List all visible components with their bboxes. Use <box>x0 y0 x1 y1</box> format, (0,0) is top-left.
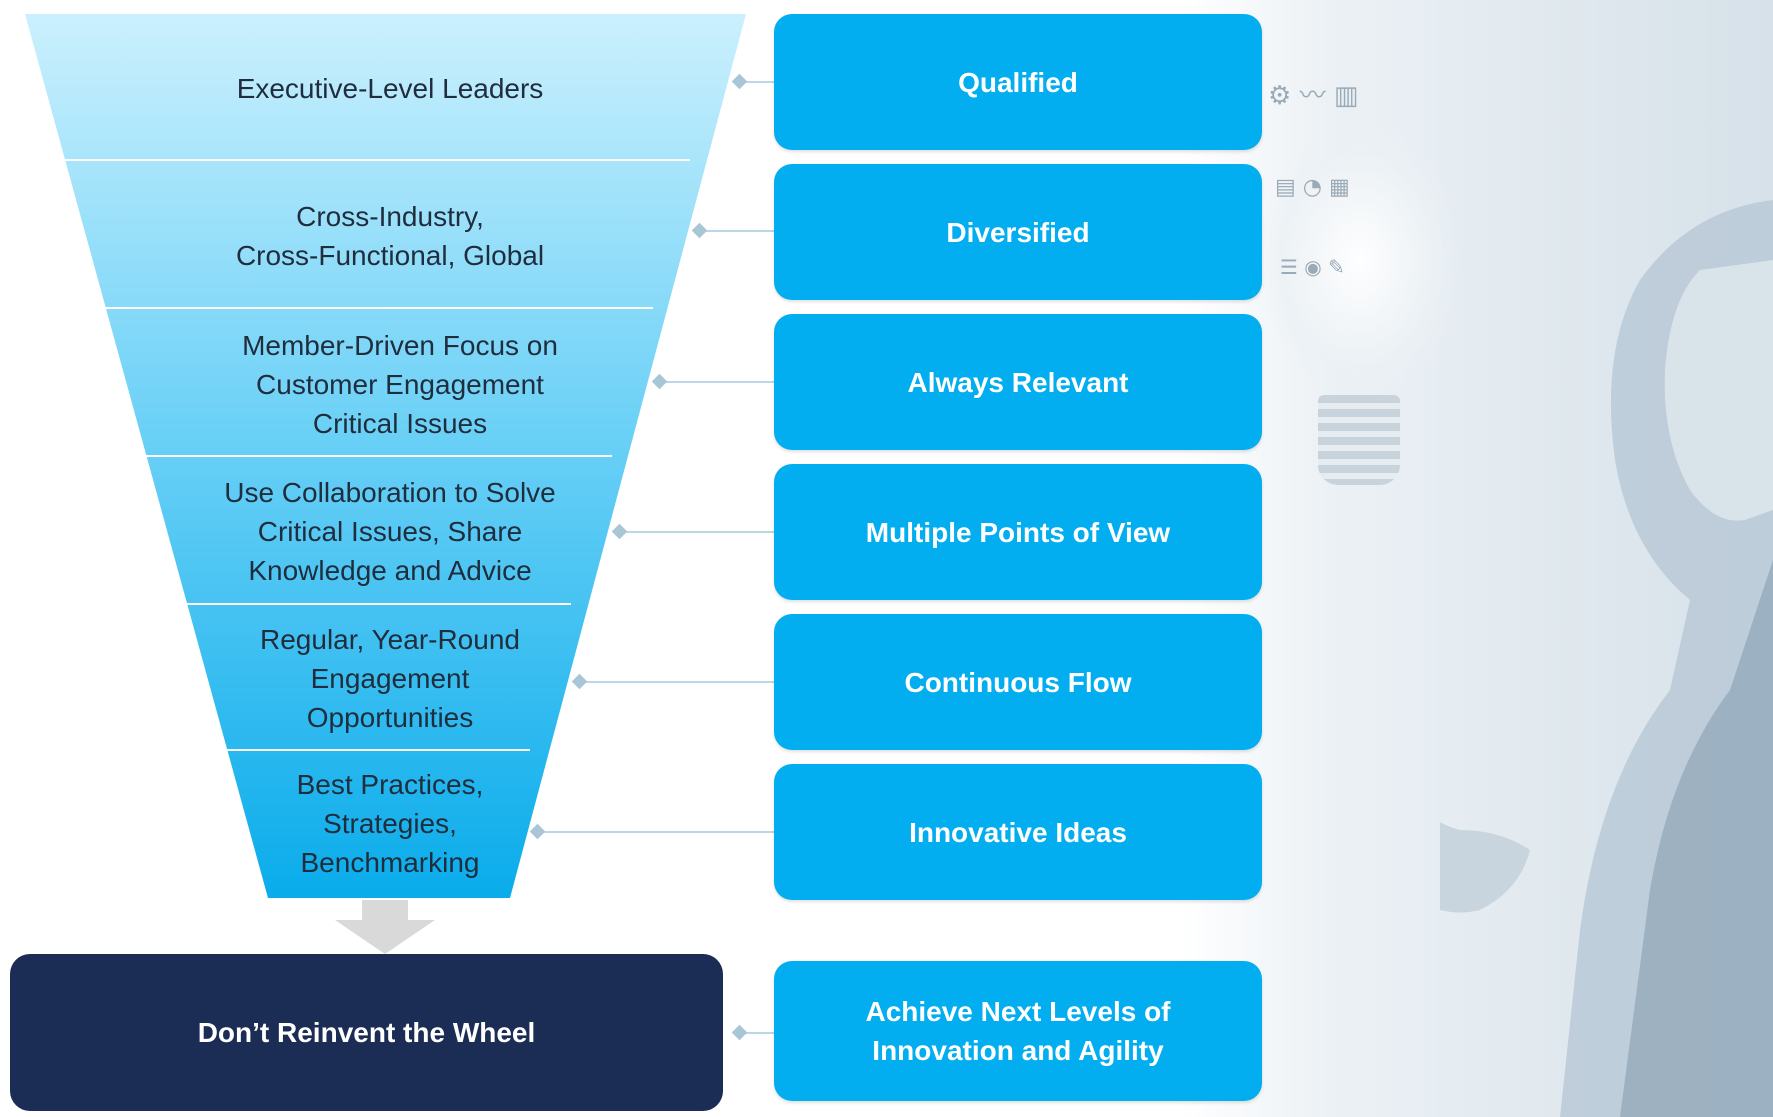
funnel-level-text: Opportunities <box>306 702 474 733</box>
benefit-label: Innovative Ideas <box>909 816 1127 848</box>
benefit-label: Qualified <box>958 66 1078 98</box>
connector-line <box>660 381 776 383</box>
connector-line <box>538 831 776 833</box>
chart-doodle-icon: ⚙ 〰 ▥ <box>1268 81 1359 111</box>
benefit-box-next-levels: Achieve Next Levels of Innovation and Ag… <box>774 961 1262 1101</box>
funnel-level-3: Member-Driven Focus on Customer Engageme… <box>200 326 600 443</box>
funnel-level-text: Member-Driven Focus on <box>242 330 558 361</box>
connector-line <box>620 531 776 533</box>
benefit-label: Innovation and Agility <box>872 1035 1164 1066</box>
funnel-level-1: Executive-Level Leaders <box>190 69 590 108</box>
graph-doodle-icon: ▤ ◔ ▦ <box>1275 175 1350 200</box>
benefit-label: Always Relevant <box>907 366 1129 398</box>
funnel-level-text: Critical Issues, Share <box>257 516 523 547</box>
sketch-doodle-icon: ☰ ◉ ✎ <box>1280 255 1345 279</box>
funnel-level-text: Benchmarking <box>300 847 480 878</box>
funnel-level-5: Regular, Year-Round Engagement Opportuni… <box>190 620 590 737</box>
outcome-label: Don’t Reinvent the Wheel <box>197 1016 536 1048</box>
funnel-level-2: Cross-Industry, Cross-Functional, Global <box>190 197 590 275</box>
benefit-label: Multiple Points of View <box>865 516 1171 548</box>
lightbulb-base-icon <box>1318 395 1400 485</box>
benefit-box-diversified: Diversified <box>774 164 1262 300</box>
diamond-icon <box>731 1024 748 1041</box>
funnel-level-text: Use Collaboration to Solve <box>224 477 556 508</box>
funnel-diagram <box>25 14 746 898</box>
funnel-level-text: Customer Engagement <box>256 369 544 400</box>
benefit-box-always-relevant: Always Relevant <box>774 314 1262 450</box>
funnel-level-text: Executive-Level Leaders <box>236 73 544 104</box>
funnel-level-4: Use Collaboration to Solve Critical Issu… <box>190 473 590 590</box>
connector-line <box>740 81 776 83</box>
funnel-level-text: Knowledge and Advice <box>248 555 532 586</box>
benefit-label: Achieve Next Levels of <box>865 996 1171 1027</box>
connector-line <box>740 1032 776 1034</box>
funnel-level-text: Strategies, <box>323 808 457 839</box>
funnel-level-text: Critical Issues <box>312 408 488 439</box>
funnel-level-text: Cross-Functional, Global <box>235 240 545 271</box>
funnel-level-text: Regular, Year-Round <box>260 624 520 655</box>
connector-line <box>580 681 776 683</box>
benefit-box-continuous-flow: Continuous Flow <box>774 614 1262 750</box>
businessman-illustration <box>1440 130 1773 1117</box>
funnel-level-text: Best Practices, <box>296 769 484 800</box>
outcome-box: Don’t Reinvent the Wheel <box>10 954 723 1111</box>
benefit-box-qualified: Qualified <box>774 14 1262 150</box>
lightbulb-icon <box>1260 120 1460 400</box>
benefit-label: Continuous Flow <box>904 666 1132 698</box>
funnel-level-6: Best Practices, Strategies, Benchmarking <box>190 765 590 882</box>
benefit-box-innovative-ideas: Innovative Ideas <box>774 764 1262 900</box>
funnel-level-text: Cross-Industry, <box>296 201 484 232</box>
funnel-level-text: Engagement <box>310 663 470 694</box>
benefit-box-multiple-points-of-view: Multiple Points of View <box>774 464 1262 600</box>
down-arrow-icon <box>335 900 435 954</box>
benefit-label: Diversified <box>946 216 1090 248</box>
connector-line <box>700 230 776 232</box>
